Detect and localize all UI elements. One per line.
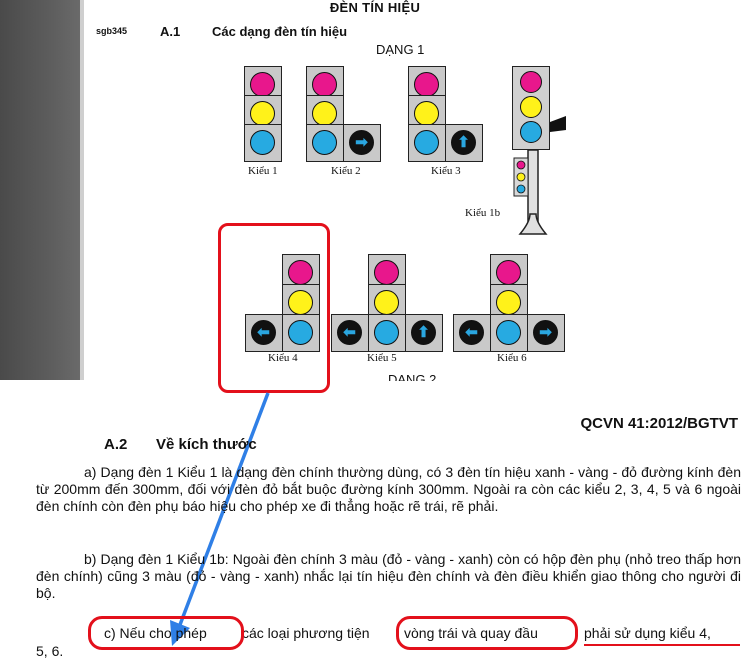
left-arrow-lamp: ⬅ (459, 320, 484, 345)
green-lamp (374, 320, 399, 345)
lamp-box: ⬅ (331, 314, 369, 352)
highlight-vong-trai (396, 616, 578, 650)
label-kieu-5: Kiểu 5 (367, 352, 397, 364)
label-kieu-4: Kiểu 4 (268, 352, 298, 364)
left-arrow-lamp: ⬅ (337, 320, 362, 345)
lamp-box: ⬅ (453, 314, 491, 352)
left-arrow-icon: ⬅ (257, 324, 270, 341)
kieu-4-highlight-box (218, 223, 330, 393)
para-c-part-4: phải sử dụng kiểu 4, (584, 625, 711, 641)
green-lamp (250, 130, 275, 155)
red-lamp (374, 260, 399, 285)
red-lamp (414, 72, 439, 97)
lamp-box: ➡ (527, 314, 565, 352)
group-1-label: DẠNG 1 (376, 42, 425, 57)
label-kieu-6: Kiểu 6 (497, 352, 527, 364)
left-arrow-icon: ⬅ (343, 324, 356, 341)
source-code-label: sgb345 (96, 26, 128, 36)
para-c-part-2: các loại phương tiện (242, 625, 370, 641)
green-lamp (496, 320, 521, 345)
lamp-box: ⬅ (245, 314, 283, 352)
lamp-box (282, 314, 320, 352)
red-lamp (520, 71, 542, 93)
green-lamp (312, 130, 337, 155)
section-number: A.1 (160, 24, 181, 39)
section-a2-title: Về kích thước (156, 436, 257, 453)
para-c-part-3: vòng trái và quay đầu (404, 625, 538, 641)
pole-and-visor (513, 116, 566, 235)
lamp-box (408, 124, 446, 162)
up-arrow-lamp: ⬆ (411, 320, 436, 345)
label-kieu-2: Kiểu 2 (331, 165, 361, 177)
lamp-box (306, 124, 344, 162)
label-kieu-1b: Kiểu 1b (465, 207, 501, 219)
up-arrow-icon: ⬆ (457, 134, 470, 151)
para-c-part-5: 5, 6. (36, 643, 64, 659)
red-lamp (250, 72, 275, 97)
section-a2-number: A.2 (104, 436, 128, 453)
lamp-box: ➡ (343, 124, 381, 162)
main-signal-head (512, 66, 550, 150)
green-lamp (520, 121, 542, 143)
left-arrow-icon: ⬅ (465, 324, 478, 341)
green-lamp (288, 320, 313, 345)
label-kieu-3: Kiểu 3 (431, 165, 461, 177)
right-arrow-lamp: ➡ (533, 320, 558, 345)
up-arrow-icon: ⬆ (417, 324, 430, 341)
standard-code: QCVN 41:2012/BGTVT (580, 415, 738, 432)
yellow-lamp (250, 101, 275, 126)
up-arrow-lamp: ⬆ (451, 130, 476, 155)
paragraph-a: a) Dạng đèn 1 Kiểu 1 là dạng đèn chính t… (36, 464, 741, 514)
right-arrow-icon: ➡ (355, 134, 368, 151)
red-lamp (312, 72, 337, 97)
lamp-box (368, 314, 406, 352)
lamp-box (490, 314, 528, 352)
group-2-label: DẠNG 2 (388, 372, 437, 381)
yellow-lamp (496, 290, 521, 315)
yellow-lamp (520, 96, 542, 118)
right-arrow-icon: ➡ (539, 324, 552, 341)
left-arrow-lamp: ⬅ (251, 320, 276, 345)
yellow-lamp (414, 101, 439, 126)
lamp-box: ⬆ (405, 314, 443, 352)
green-lamp (414, 130, 439, 155)
lamp-box (244, 124, 282, 162)
yellow-lamp (374, 290, 399, 315)
para-c-part-1: c) Nếu cho phép (104, 625, 207, 641)
highlight-neu-cho-phep (88, 616, 244, 650)
paragraph-b: b) Dạng đèn 1 Kiểu 1b: Ngoài đèn chính 3… (36, 551, 741, 601)
side-panel-edge (80, 0, 84, 380)
right-arrow-lamp: ➡ (349, 130, 374, 155)
lamp-box: ⬆ (445, 124, 483, 162)
underline-phai-su-dung (584, 644, 740, 646)
page-title: ĐÈN TÍN HIỆU (329, 0, 421, 15)
yellow-lamp (312, 101, 337, 126)
dark-side-panel (0, 0, 80, 380)
label-kieu-1: Kiểu 1 (248, 165, 278, 177)
section-title: Các dạng đèn tín hiệu (212, 24, 348, 39)
red-lamp (496, 260, 521, 285)
